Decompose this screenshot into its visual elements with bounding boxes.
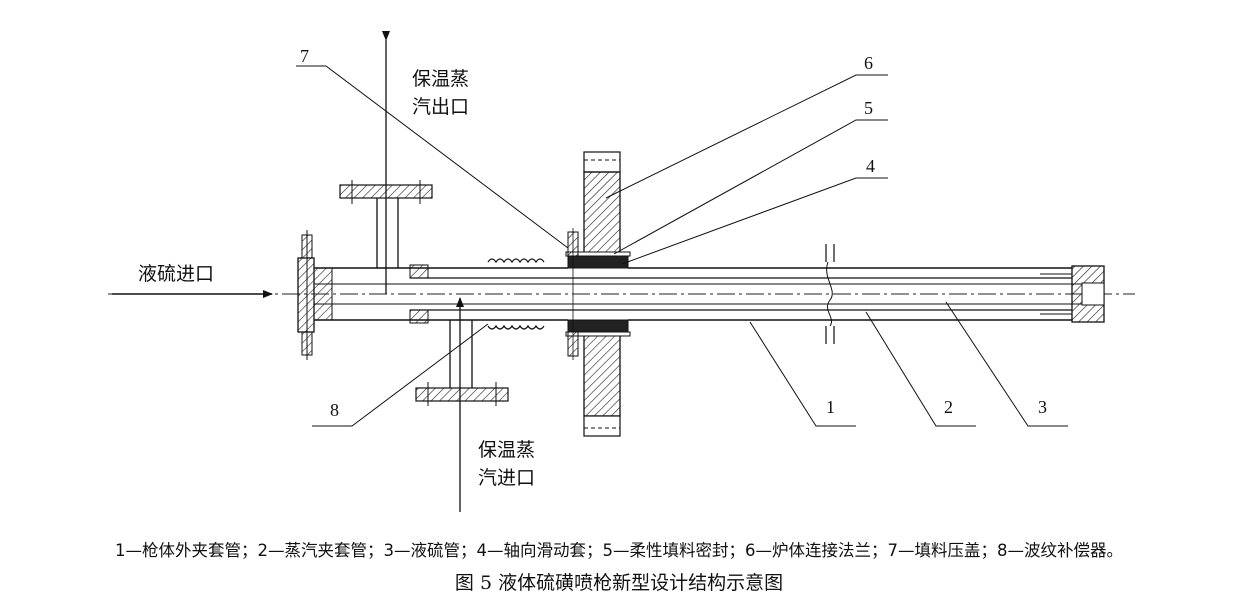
packing-seal [565, 251, 631, 337]
steam-inlet-label-line2: 汽进口 [478, 467, 536, 489]
leader-lines [296, 65, 1068, 427]
steam-inlet-label-line1: 保温蒸 [478, 439, 536, 461]
outer-jacket-pipe [313, 267, 1072, 321]
steam-outlet-label-line2: 汽出口 [412, 96, 470, 118]
callout-4: 4 [866, 156, 875, 176]
steam-outlet-branch [339, 31, 433, 294]
break-line [825, 244, 835, 344]
callout-numbers: 7 6 5 4 8 1 2 3 [300, 46, 1047, 420]
nozzle-tip [1040, 265, 1105, 323]
steam-outlet-label-line1: 保温蒸 [412, 68, 470, 90]
callout-8: 8 [330, 400, 339, 420]
figure-legend: 1—枪体外夹套管；2—蒸汽夹套管；3—液硫管；4—轴向滑动套；5—柔性填料密封；… [115, 541, 1123, 560]
liquid-sulfur-pipe [314, 283, 1095, 305]
callout-3: 3 [1038, 397, 1047, 417]
liquid-sulfur-inlet-label: 液硫进口 [138, 263, 215, 285]
callout-1: 1 [826, 397, 835, 417]
callout-6: 6 [864, 53, 873, 73]
bellows-compensator [487, 258, 545, 330]
callout-7: 7 [300, 46, 309, 66]
steam-inlet-branch [415, 297, 509, 512]
packing-gland [567, 228, 579, 360]
callout-5: 5 [864, 98, 873, 118]
steam-jacket-pipe [409, 264, 1072, 324]
inlet-end-flange [297, 230, 315, 360]
callout-2: 2 [944, 397, 953, 417]
spray-gun-structure-diagram: 7 6 5 4 8 1 2 3 [108, 31, 1135, 512]
furnace-flange [583, 151, 621, 437]
figure-caption: 图 5 液体硫磺喷枪新型设计结构示意图 [454, 572, 784, 594]
